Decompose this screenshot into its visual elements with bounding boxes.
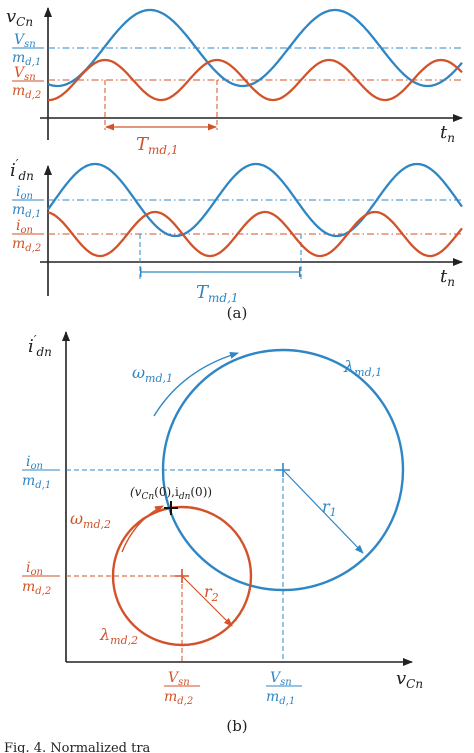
initial-point-label: (vCn(0),idn(0)): [130, 485, 212, 502]
radius-r1-arrow: [283, 470, 364, 554]
svg-text:ion: ion: [16, 218, 33, 236]
initial-point-mark: [164, 501, 178, 515]
red-waveform: [48, 58, 463, 102]
x-axis-label: tn: [440, 266, 455, 289]
svg-text:md,1: md,1: [12, 202, 41, 220]
red-waveform: [47, 210, 463, 258]
x-axis-label: vCn: [396, 668, 423, 691]
blue-circle: [161, 348, 405, 592]
y-axis-label: i′dn: [28, 333, 52, 359]
panel-a-label: (a): [227, 304, 248, 322]
panel-a-bottom: i′dn tn ion md,1 ion md,2 Tmd,1: [10, 157, 463, 305]
svg-text:md,1: md,1: [266, 689, 295, 707]
svg-text:md,2: md,2: [22, 579, 51, 597]
blue-circle-label: λmd,1: [343, 357, 382, 379]
red-rotation-arrow: [121, 505, 164, 553]
caption-fragment: Fig. 4. Normalized tra: [4, 741, 151, 753]
panel-a-top: vCn tn Vsn md,1 Vsn md,2 Tmd,1: [6, 6, 463, 157]
blue-waveform: [47, 8, 463, 88]
period-label: Tmd,1: [136, 134, 179, 157]
svg-text:md,2: md,2: [12, 236, 41, 254]
blue-waveform: [47, 162, 463, 238]
red-circle-label: λmd,2: [99, 625, 138, 647]
blue-omega-label: ωmd,1: [132, 363, 173, 385]
red-level-label: Vsn md,2: [12, 65, 44, 101]
red-circle: [111, 505, 253, 647]
svg-text:ion: ion: [26, 560, 43, 578]
y-axis-label: vCn: [6, 6, 33, 29]
period-label: Tmd,1: [196, 282, 239, 305]
blue-rotation-arrow: [153, 351, 239, 417]
radius-r2-arrow: [182, 576, 233, 627]
blue-level-label: Vsn md,1: [12, 32, 44, 68]
red-center-mark: [175, 569, 189, 583]
r2-label: r2: [204, 582, 219, 604]
red-level-label: ion md,2: [12, 218, 44, 254]
y-axis-label: i′dn: [10, 157, 34, 183]
blue-level-label: ion md,1: [12, 184, 44, 220]
red-omega-label: ωmd,2: [70, 509, 111, 531]
panel-b: i′dn vCn ion md,1 ion md,2 Vsn md,2 Vsn …: [22, 331, 423, 707]
svg-text:Vsn: Vsn: [270, 670, 292, 688]
panel-b-label: (b): [226, 717, 247, 735]
svg-text:md,2: md,2: [12, 83, 41, 101]
svg-text:ion: ion: [26, 454, 43, 472]
svg-text:md,1: md,1: [22, 473, 51, 491]
x-axis-label: tn: [440, 122, 455, 145]
svg-text:md,1: md,1: [12, 50, 41, 68]
x-tick-blue-label: Vsn md,1: [266, 670, 302, 707]
blue-center-mark: [276, 463, 290, 477]
x-tick-red-label: Vsn md,2: [164, 670, 200, 707]
svg-text:Vsn: Vsn: [14, 32, 36, 50]
svg-text:md,2: md,2: [164, 689, 193, 707]
y-tick-blue-label: ion md,1: [22, 454, 60, 491]
r1-label: r1: [322, 497, 337, 519]
svg-text:ion: ion: [16, 184, 33, 202]
svg-text:Vsn: Vsn: [14, 65, 36, 83]
y-tick-red-label: ion md,2: [22, 560, 60, 597]
svg-text:Vsn: Vsn: [168, 670, 190, 688]
